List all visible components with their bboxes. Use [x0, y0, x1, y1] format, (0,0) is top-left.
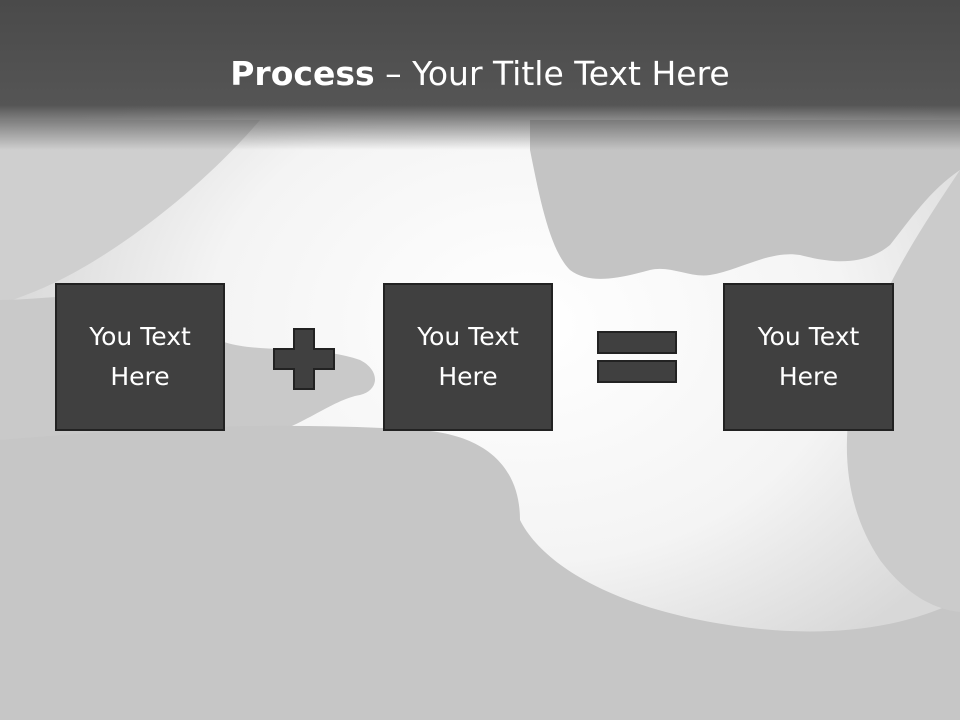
title-bar — [0, 0, 960, 150]
process-box-2-text: You Text Here — [417, 322, 519, 391]
process-box-1: You Text Here — [55, 283, 225, 431]
title-rest: – Your Title Text Here — [374, 54, 730, 93]
title-bold: Process — [230, 54, 375, 93]
process-box-2: You Text Here — [383, 283, 553, 431]
process-box-1-text: You Text Here — [89, 322, 191, 391]
process-box-3-text: You Text Here — [757, 322, 860, 391]
process-box-3: You Text Here — [723, 283, 894, 431]
plus-icon — [273, 328, 335, 390]
slide-title: Process – Your Title Text Here — [0, 52, 960, 96]
equals-icon — [597, 331, 677, 383]
